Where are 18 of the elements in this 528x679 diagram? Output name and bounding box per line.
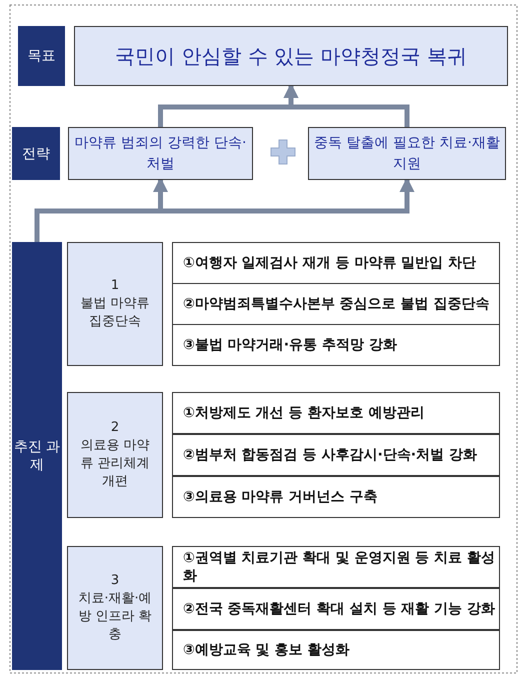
task-box: 3 치료·재활·예방 인프라 확충 bbox=[67, 546, 163, 670]
action-item-row: ③의료용 마약류 거버넌스 구축 bbox=[172, 476, 500, 518]
action-item-row: ③불법 마약거래·유통 추적망 강화 bbox=[172, 324, 500, 366]
strategy-box: 중독 탈출에 필요한 치료·재활 지원 bbox=[308, 127, 506, 180]
strategy-box: 마약류 범죄의 강력한 단속·처벌 bbox=[68, 127, 253, 180]
action-item-row: ③예방교육 및 홍보 활성화 bbox=[172, 630, 500, 670]
section-label: 추진 과제 bbox=[12, 242, 62, 670]
action-item-row: ①권역별 치료기관 확대 및 운영지원 등 치료 활성화 bbox=[172, 546, 500, 588]
task-box: 2 의료용 마약류 관리체계 개편 bbox=[67, 392, 163, 518]
goal-box: 국민이 안심할 수 있는 마약청정국 복귀 bbox=[74, 26, 508, 86]
section-label: 전략 bbox=[12, 127, 60, 180]
action-item-row: ②범부처 합동점검 등 사후감시·단속·처벌 강화 bbox=[172, 434, 500, 476]
action-item-row: ①처방제도 개선 등 환자보호 예방관리 bbox=[172, 392, 500, 434]
action-item-row: ②전국 중독재활센터 확대 설치 등 재활 기능 강화 bbox=[172, 588, 500, 630]
action-item-row: ①여행자 일제검사 재개 등 마약류 밀반입 차단 bbox=[172, 242, 500, 284]
section-label: 목표 bbox=[18, 26, 65, 86]
task-box: 1 불법 마약류 집중단속 bbox=[67, 242, 163, 366]
action-item-row: ②마약범죄특별수사본부 중심으로 불법 집중단속 bbox=[172, 283, 500, 325]
